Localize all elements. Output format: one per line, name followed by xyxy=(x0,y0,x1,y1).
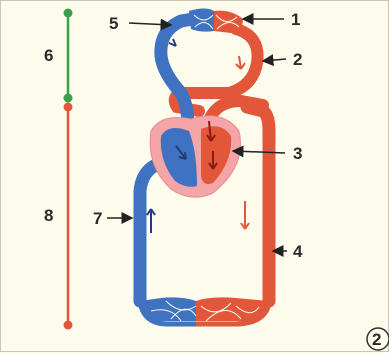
label-4: 4 xyxy=(293,242,303,261)
label-2: 2 xyxy=(293,50,302,69)
aorta-descending xyxy=(247,107,269,301)
systemic-circuit-scale xyxy=(64,103,73,330)
label-5: 5 xyxy=(109,14,118,33)
label-8: 8 xyxy=(44,206,53,225)
pulmonary-circuit-scale xyxy=(64,9,73,103)
pulmonary-capillaries xyxy=(189,9,243,34)
systemic-capillaries xyxy=(140,297,269,324)
label-1: 1 xyxy=(291,10,300,29)
label-6: 6 xyxy=(44,46,53,65)
heart xyxy=(150,116,240,197)
label-3: 3 xyxy=(293,144,302,163)
label-7: 7 xyxy=(93,209,102,228)
figure-number-badge: 2 xyxy=(367,328,389,350)
figure-number: 2 xyxy=(372,330,381,349)
